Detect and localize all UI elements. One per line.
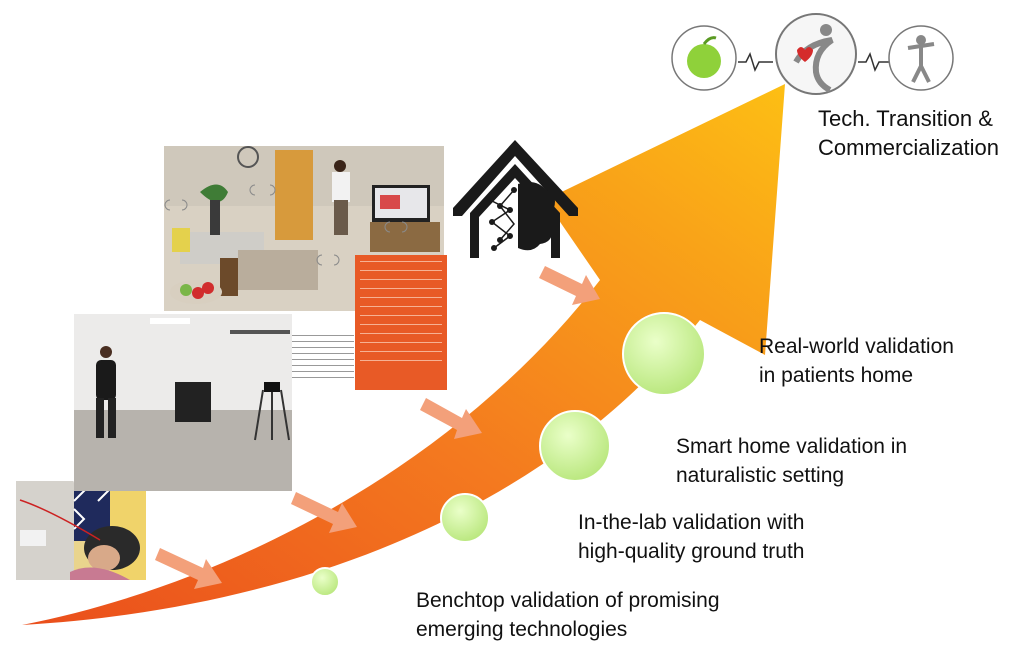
stage-label-real-world: Real-world validation in patients home [759,332,954,390]
stage-label-line1: Smart home validation in [676,435,908,458]
stage-label-line2: high-quality ground truth [578,540,805,563]
document-fragment [292,330,354,390]
pointer-arrow-2 [291,492,357,533]
stage-label-smart-home: Smart home validation in naturalistic se… [676,432,907,490]
milestone-dot-lab [440,493,490,543]
lab-photo [74,314,292,491]
milestone-dot-smart-home [539,410,611,482]
pointer-arrow-3 [420,398,482,439]
benchtop-photo [16,480,146,580]
tech-transition-label-line2: Commercialization [818,135,999,160]
stage-label-line1: In-the-lab validation with [578,511,805,534]
stage-label-line2: emerging technologies [416,618,628,641]
stage-label-line1: Real-world validation [759,335,954,358]
stage-label-line2: naturalistic setting [676,464,845,487]
stage-label-lab: In-the-lab validation with high-quality … [578,508,804,566]
tech-transition-label-line1: Tech. Transition & [818,106,993,131]
milestone-dot-real-world [622,312,706,396]
milestone-dot-benchtop [310,567,340,597]
stage-label-line2: in patients home [759,364,914,387]
progress-arrow [22,84,785,625]
pointer-arrow-4 [539,266,600,305]
pointer-arrow-1 [155,548,222,589]
stage-label-line1: Benchtop validation of promising [416,589,720,612]
brain-house-icon [453,140,578,258]
smart-home-sign [355,255,447,390]
stage-label-benchtop: Benchtop validation of promising emergin… [416,586,720,644]
health-icons-row [671,13,954,95]
tech-transition-label: Tech. Transition & Commercialization [818,104,999,162]
